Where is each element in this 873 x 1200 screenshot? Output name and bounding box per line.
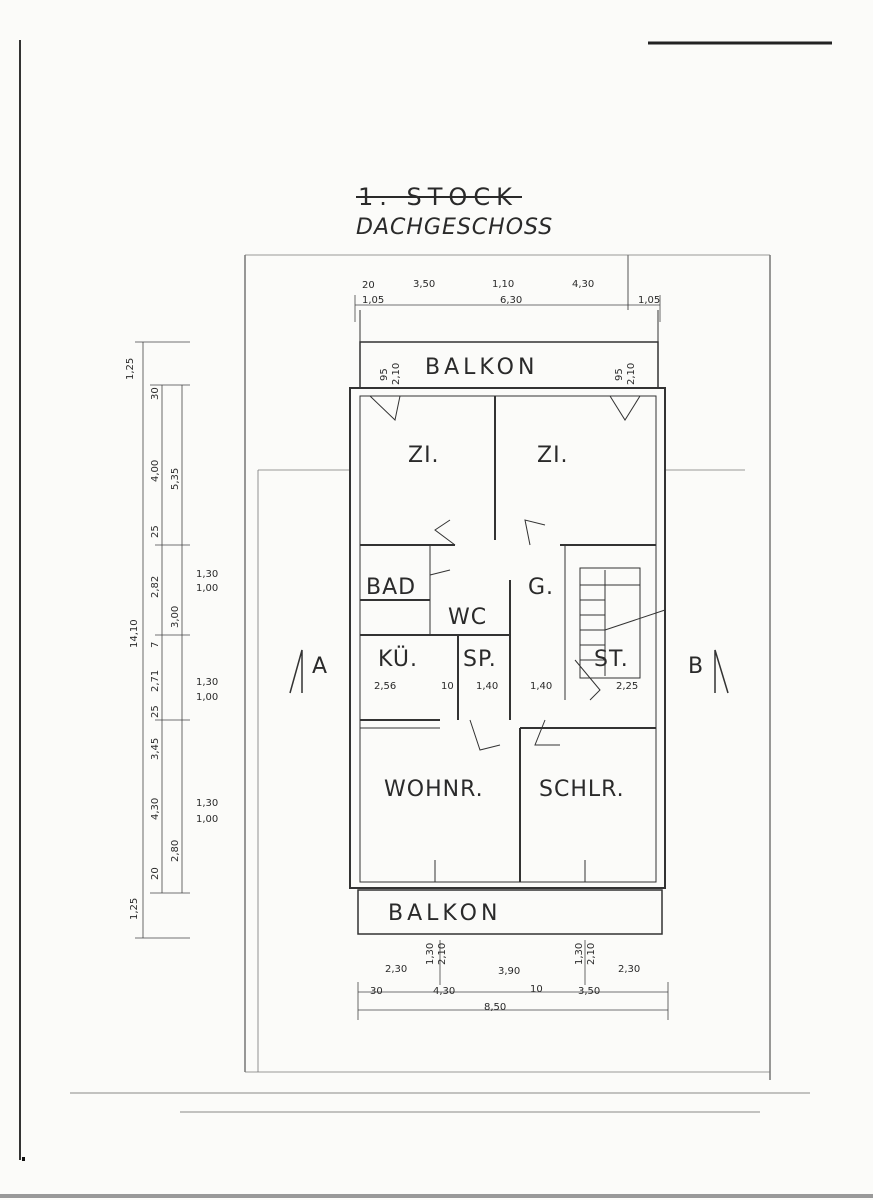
room-label-balkon-bottom: BALKON [388, 901, 501, 926]
room-label-sp: SP. [463, 647, 497, 672]
section-marker-a: A [289, 649, 328, 694]
dim-left-outer-0: 1,25 [125, 358, 136, 380]
dim-left-height-3: 1,00 [196, 692, 218, 703]
section-marker-b: B [688, 649, 729, 694]
dim-left-height-1: 1,00 [196, 583, 218, 594]
building-walls [349, 387, 666, 889]
dim-top-0: 20 [362, 280, 375, 291]
dim-left-mid-0: 30 [150, 387, 161, 400]
door-mark-5: 2,10 [437, 943, 448, 965]
dim-left-mid-2: 25 [150, 525, 161, 538]
door-mark-1: 2,10 [391, 363, 402, 385]
door-swings [369, 395, 641, 882]
dim-left-mid-5: 2,71 [150, 670, 161, 692]
balcony-bottom: BALKON [357, 889, 663, 935]
dim-left-mid-1: 4,00 [150, 460, 161, 482]
section-label-a: A [312, 654, 328, 679]
dim-room-1: 10 [441, 681, 454, 692]
room-label-zi-left: ZI. [408, 443, 440, 468]
door-mark-7: 2,10 [586, 943, 597, 965]
dimension-chain-left [135, 341, 190, 939]
dim-room-3: 1,40 [530, 681, 552, 692]
interior-dimensions: 2,56 10 1,40 1,40 2,25 [374, 681, 638, 692]
room-label-wohnr: WOHNR. [384, 777, 484, 802]
room-label-bad: BAD [366, 575, 416, 600]
dim-left-outer-2: 1,25 [129, 898, 140, 920]
dim-left-height-0: 1,30 [196, 569, 218, 580]
room-label-schlr: SCHLR. [539, 777, 625, 802]
dim-top-2: 1,10 [492, 279, 514, 290]
dim-left-mid-4: 7 [150, 642, 161, 648]
dim-room-2: 1,40 [476, 681, 498, 692]
dimension-labels-left: 1,25 14,10 1,25 30 4,00 25 2,82 7 2,71 2… [125, 358, 218, 920]
dim-bottom-3: 30 [370, 986, 383, 997]
dim-left-inner-0: 5,35 [170, 468, 181, 490]
dim-left-height-4: 1,30 [196, 798, 218, 809]
dim-bottom-2: 2,30 [618, 964, 640, 975]
room-label-balkon-top: BALKON [425, 355, 538, 380]
dimension-chain-top: 20 3,50 1,10 4,30 1,05 6,30 1,05 [354, 279, 661, 322]
dim-room-0: 2,56 [374, 681, 396, 692]
dim-left-height-2: 1,30 [196, 677, 218, 688]
section-label-b: B [688, 654, 704, 679]
door-marks: 95 2,10 95 2,10 1,30 2,10 1,30 2,10 [379, 363, 637, 965]
plan-title: DACHGESCHOSS [356, 215, 553, 240]
dim-left-inner-1: 3,00 [170, 606, 181, 628]
dim-bottom-7: 8,50 [484, 1002, 506, 1013]
door-mark-4: 1,30 [425, 943, 436, 965]
room-label-zi-right: ZI. [537, 443, 569, 468]
dim-bottom-5: 10 [530, 984, 543, 995]
dim-left-outer-1: 14,10 [129, 619, 140, 648]
room-label-g: G. [528, 575, 554, 600]
dim-bottom-4: 4,30 [433, 986, 455, 997]
dimension-chain-bottom: 2,30 3,90 2,30 30 4,30 10 3,50 8,50 [357, 940, 669, 1020]
room-label-kue: KÜ. [378, 646, 418, 672]
staircase [574, 567, 666, 701]
dim-left-mid-7: 3,45 [150, 738, 161, 760]
dim-top-5: 6,30 [500, 295, 522, 306]
dim-top-6: 1,05 [638, 295, 660, 306]
dim-bottom-0: 2,30 [385, 964, 407, 975]
door-mark-3: 2,10 [626, 363, 637, 385]
dim-bottom-6: 3,50 [578, 986, 600, 997]
dim-left-height-5: 1,00 [196, 814, 218, 825]
dim-top-3: 4,30 [572, 279, 594, 290]
door-mark-0: 95 [379, 368, 390, 381]
room-label-st: ST. [594, 647, 629, 672]
dim-left-mid-6: 25 [150, 705, 161, 718]
dim-left-mid-3: 2,82 [150, 576, 161, 598]
dim-room-4: 2,25 [616, 681, 638, 692]
dim-top-1: 3,50 [413, 279, 435, 290]
room-label-wc: WC [448, 605, 487, 630]
dim-left-mid-8: 4,30 [150, 798, 161, 820]
door-mark-6: 1,30 [574, 943, 585, 965]
door-mark-2: 95 [614, 368, 625, 381]
dim-left-inner-2: 2,80 [170, 840, 181, 862]
dim-top-4: 1,05 [362, 295, 384, 306]
dim-left-mid-9: 20 [150, 867, 161, 880]
dim-bottom-1: 3,90 [498, 966, 520, 977]
